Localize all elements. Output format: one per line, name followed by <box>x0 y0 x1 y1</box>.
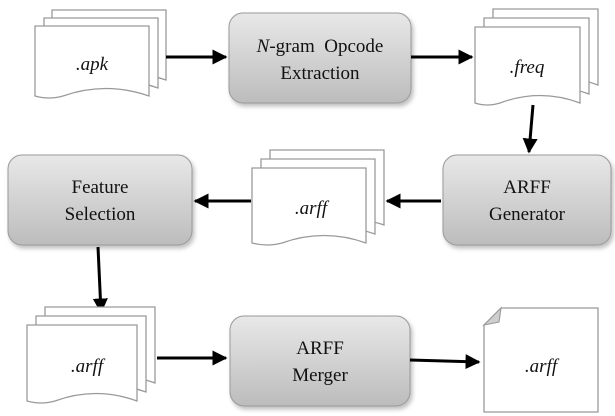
arrow-freq-to-generator <box>522 104 538 154</box>
opcode-extraction-line2: Extraction <box>280 63 360 84</box>
arrow-feature-selection-to-arff <box>92 246 108 314</box>
arff-merger-input-documents: .arff <box>26 306 156 404</box>
arff-generator-line2: Generator <box>489 204 566 225</box>
opcode-extraction-n: N <box>256 36 271 57</box>
arff-output-label: .arff <box>525 356 560 377</box>
opcode-extraction-line1: -gram Opcode <box>269 36 383 57</box>
feature-selection-line2: Selection <box>65 204 136 225</box>
freq-documents: .freq <box>474 8 599 106</box>
freq-label: .freq <box>510 57 545 78</box>
arff-merger-input-label: .arff <box>71 356 106 377</box>
arff-merger-box: ARFF Merger <box>229 315 411 407</box>
arff-generator-box: ARFF Generator <box>442 154 612 246</box>
opcode-extraction-box: N-gram Opcode Extraction <box>228 12 412 104</box>
arff-output-document: .arff <box>482 306 599 413</box>
arff-selection-input-label: .arff <box>295 198 330 219</box>
feature-selection-line1: Feature <box>72 177 129 198</box>
feature-selection-box: Feature Selection <box>7 154 193 246</box>
arff-merger-line2: Merger <box>292 365 348 386</box>
apk-label: .apk <box>76 54 109 75</box>
arrow-merger-to-output <box>409 354 481 370</box>
svg-text:N-gram Opcode: N-gram Opcode <box>256 36 384 57</box>
arff-generator-line1: ARFF <box>503 177 551 198</box>
arff-merger-line1: ARFF <box>296 338 344 359</box>
apk-documents: .apk <box>34 9 167 99</box>
arff-selection-input-documents: .arff <box>251 149 385 246</box>
